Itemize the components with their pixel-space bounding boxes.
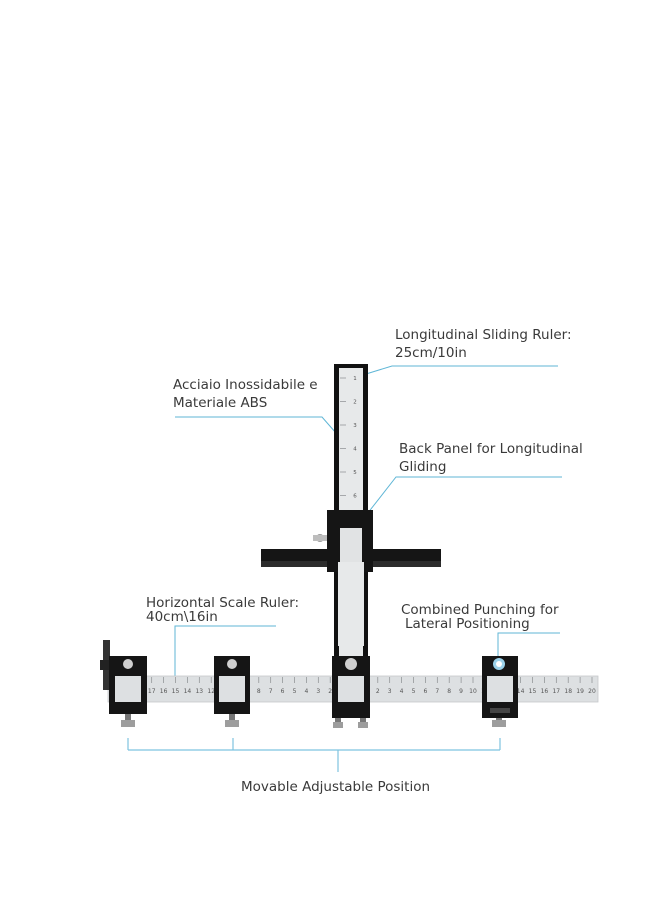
punching-label-line2: Lateral Positioning bbox=[405, 616, 530, 632]
horizontal-ruler-tick-label: 4 bbox=[304, 688, 308, 695]
horizontal-ruler-tick-label: 6 bbox=[281, 688, 285, 695]
back-panel-label-line1: Back Panel for Longitudinal bbox=[399, 441, 583, 457]
longitudinal-ruler-callout-line bbox=[365, 365, 558, 375]
material-label-line1: Acciaio Inossidabile e bbox=[173, 377, 318, 393]
punching-block bbox=[482, 656, 518, 727]
horizontal-ruler-tick-label: 4 bbox=[400, 688, 404, 695]
horizontal-ruler-tick-label: 19 bbox=[576, 688, 584, 695]
longitudinal-ruler-label-line2: 25cm/10in bbox=[395, 345, 467, 361]
horizontal-ruler-tick-label: 7 bbox=[269, 688, 273, 695]
material-label-line2: Materiale ABS bbox=[173, 395, 268, 411]
punching-label-line1: Combined Punching for bbox=[401, 602, 559, 618]
longitudinal-ruler-label-line1: Longitudinal Sliding Ruler: bbox=[395, 327, 572, 343]
horizontal-ruler-label-line2: 40cm\16in bbox=[146, 609, 218, 625]
vertical-ruler-tick-label: 4 bbox=[353, 447, 357, 453]
movable-position-label: Movable Adjustable Position bbox=[241, 779, 431, 795]
horizontal-ruler-tick-label: 5 bbox=[412, 688, 416, 695]
horizontal-ruler-tick-label: 6 bbox=[423, 688, 427, 695]
horizontal-ruler-tick-label: 13 bbox=[195, 688, 203, 695]
horizontal-ruler-tick-label: 3 bbox=[316, 688, 320, 695]
horizontal-ruler-tick-label: 16 bbox=[541, 688, 549, 695]
horizontal-ruler-tick-label: 15 bbox=[529, 688, 537, 695]
horizontal-ruler-tick-label: 8 bbox=[447, 688, 451, 695]
movable-block-2 bbox=[214, 656, 250, 727]
longitudinal-ruler-label: Longitudinal Sliding Ruler: 25cm/10in bbox=[395, 326, 572, 362]
punching-label: Combined Punching for Lateral Positionin… bbox=[401, 603, 559, 631]
horizontal-ruler-tick-label: 20 bbox=[588, 688, 596, 695]
horizontal-ruler-tick-label: 9 bbox=[459, 688, 463, 695]
material-callout-line bbox=[175, 416, 337, 434]
horizontal-ruler-tick-label: 7 bbox=[435, 688, 439, 695]
horizontal-ruler-tick-label: 5 bbox=[293, 688, 297, 695]
back-panel-callout-line bbox=[359, 476, 562, 524]
movable-position-bracket bbox=[127, 738, 501, 772]
horizontal-ruler-label: Horizontal Scale Ruler: 40cm\16in bbox=[146, 596, 299, 624]
horizontal-ruler-tick-label: 14 bbox=[184, 688, 192, 695]
back-panel-label: Back Panel for Longitudinal Gliding bbox=[399, 440, 583, 476]
horizontal-ruler-tick-label: 16 bbox=[160, 688, 168, 695]
horizontal-ruler-tick-label: 17 bbox=[148, 688, 156, 695]
left-end-block bbox=[100, 640, 147, 727]
horizontal-ruler-tick-label: 12 bbox=[207, 688, 215, 695]
horizontal-ruler-callout-line bbox=[174, 625, 276, 680]
horizontal-ruler-tick-label: 17 bbox=[552, 688, 560, 695]
horizontal-ruler-tick-label: 2 bbox=[328, 688, 332, 695]
horizontal-ruler-tick-label: 14 bbox=[517, 688, 525, 695]
horizontal-ruler-label-line1: Horizontal Scale Ruler: bbox=[146, 595, 300, 611]
vertical-ruler-tick-label: 2 bbox=[353, 400, 357, 406]
horizontal-ruler-tick-label: 18 bbox=[564, 688, 572, 695]
vertical-ruler-tick-label: 5 bbox=[353, 470, 357, 476]
vertical-ruler-tick-label: 3 bbox=[353, 423, 357, 429]
horizontal-ruler-tick-label: 2 bbox=[376, 688, 380, 695]
vertical-ruler-tick-label: 1 bbox=[353, 376, 357, 382]
vertical-ruler-tick-label: 6 bbox=[353, 494, 357, 500]
center-block bbox=[332, 656, 370, 728]
horizontal-ruler-tick-label: 10 bbox=[469, 688, 477, 695]
horizontal-ruler-tick-label: 15 bbox=[172, 688, 180, 695]
back-panel-label-line2: Gliding bbox=[399, 459, 447, 475]
back-panel-crossbar bbox=[261, 510, 441, 646]
horizontal-ruler-tick-label: 3 bbox=[388, 688, 392, 695]
material-label: Acciaio Inossidabile e Materiale ABS bbox=[173, 376, 318, 412]
horizontal-ruler-tick-label: 8 bbox=[257, 688, 261, 695]
